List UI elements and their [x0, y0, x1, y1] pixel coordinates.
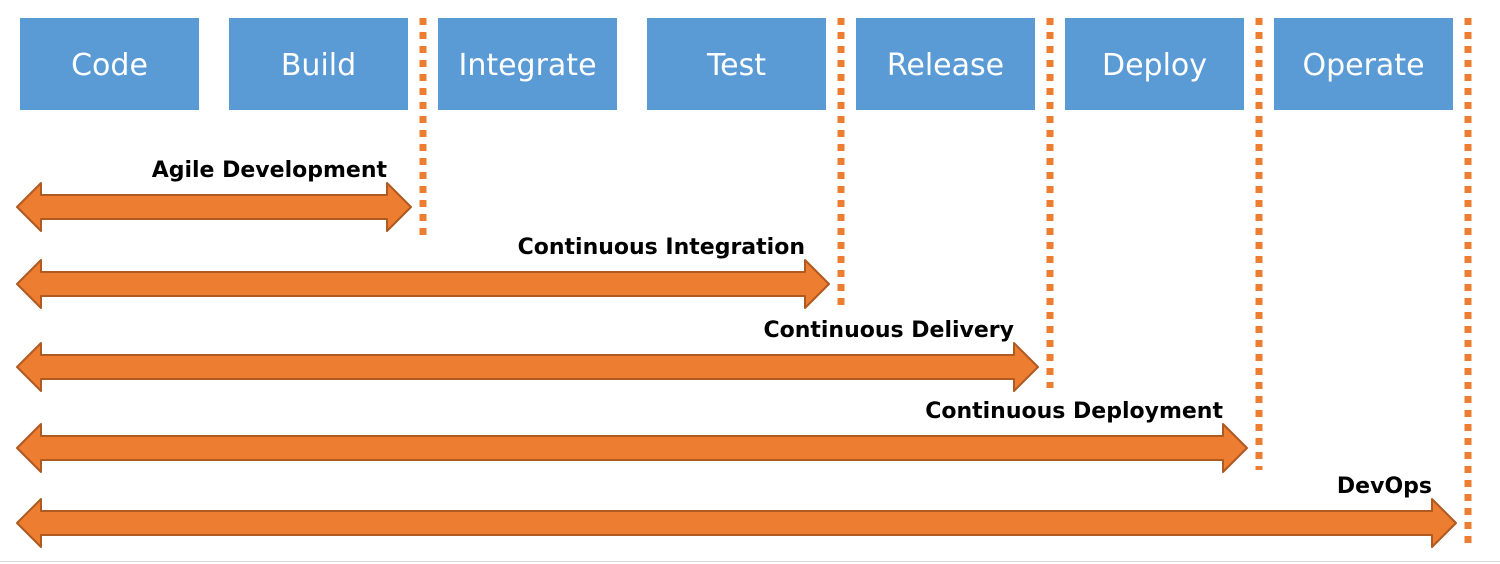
range-label: Continuous Delivery	[763, 318, 1014, 343]
stage-box	[229, 18, 408, 110]
range-label: Continuous Deployment	[925, 399, 1223, 424]
bottom-rule	[0, 561, 1500, 562]
stage-integrate: Integrate	[438, 18, 617, 110]
stage-box	[856, 18, 1035, 110]
stage-label: Deploy	[1102, 48, 1207, 83]
range-agile-development: Agile Development	[16, 158, 412, 232]
stage-box	[1274, 18, 1453, 110]
stage-label: Build	[281, 48, 356, 83]
stage-build: Build	[229, 18, 408, 110]
range-continuous-deployment: Continuous Deployment	[16, 399, 1248, 473]
range-continuous-integration: Continuous Integration	[16, 235, 830, 309]
stage-test: Test	[647, 18, 826, 110]
stage-label: Integrate	[458, 48, 596, 83]
stage-deploy: Deploy	[1065, 18, 1244, 110]
range-arrow	[16, 342, 1039, 392]
stage-box	[1065, 18, 1244, 110]
range-label: Agile Development	[152, 158, 388, 183]
stage-code: Code	[20, 18, 199, 110]
range-arrow	[16, 259, 830, 309]
range-continuous-delivery: Continuous Delivery	[16, 318, 1039, 392]
stage-box	[438, 18, 617, 110]
range-arrow	[16, 182, 412, 232]
stage-label: Code	[71, 48, 148, 83]
stage-label: Operate	[1302, 48, 1424, 83]
range-label: DevOps	[1337, 474, 1432, 499]
stage-dividers	[419, 18, 1472, 548]
stage-label: Release	[887, 48, 1004, 83]
stage-row: Code Build Integrate Test Release Deploy Opera…	[20, 18, 1453, 110]
stage-box	[647, 18, 826, 110]
range-arrow	[16, 423, 1248, 473]
stage-box	[20, 18, 199, 110]
range-arrow	[16, 498, 1457, 548]
stage-label: Test	[706, 48, 766, 83]
stage-operate: Operate	[1274, 18, 1453, 110]
range-devops: DevOps	[16, 474, 1457, 548]
range-label: Continuous Integration	[518, 235, 805, 260]
stage-release: Release	[856, 18, 1035, 110]
